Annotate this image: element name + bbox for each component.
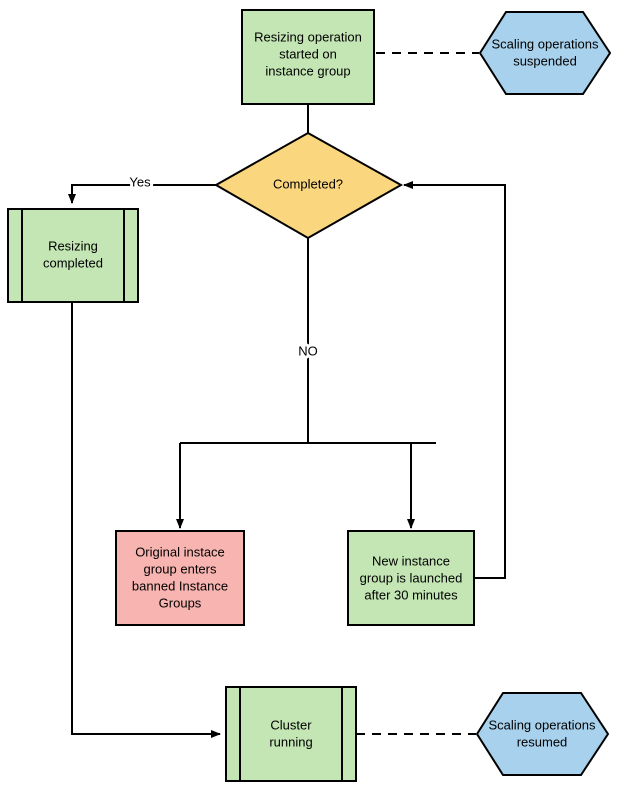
node-new-group-launched-line-1: New instance (372, 553, 450, 568)
node-original-group-banned-line-1: Original instace (135, 544, 225, 559)
node-scaling-suspended-line-2: suspended (513, 53, 577, 68)
node-resizing-started[interactable]: Resizing operation started on instance g… (241, 9, 375, 105)
edge-decision-yes: Yes (68, 171, 222, 204)
node-resizing-completed[interactable]: Resizing completed (7, 208, 139, 303)
node-resizing-completed-line-1: Resizing (48, 238, 98, 253)
node-resizing-started-line-2: started on (279, 46, 337, 61)
node-new-group-launched-line-2: group is launched (360, 570, 463, 585)
edge-decision-no: NO (176, 238, 436, 529)
node-original-group-banned-line-4: Groups (159, 595, 202, 610)
node-completed-decision-label: Completed? (273, 176, 343, 191)
node-resizing-completed-line-2: completed (43, 255, 103, 270)
node-resizing-started-line-1: Resizing operation (254, 29, 362, 44)
node-cluster-running-line-2: running (269, 734, 312, 749)
node-new-group-launched-line-3: after 30 minutes (364, 587, 458, 602)
node-new-group-launched[interactable]: New instance group is launched after 30 … (347, 530, 475, 626)
node-original-group-banned[interactable]: Original instace group enters banned Ins… (115, 530, 245, 626)
node-resizing-started-line-3: instance group (265, 63, 350, 78)
node-original-group-banned-line-2: group enters (144, 561, 217, 576)
node-cluster-running[interactable]: Cluster running (225, 686, 357, 782)
node-scaling-resumed-line-2: resumed (517, 734, 568, 749)
node-scaling-suspended-line-1: Scaling operations (492, 36, 599, 51)
node-completed-decision[interactable]: Completed? (213, 131, 404, 240)
node-original-group-banned-line-3: banned Instance (132, 578, 228, 593)
node-scaling-resumed-line-1: Scaling operations (489, 717, 596, 732)
node-scaling-resumed[interactable]: Scaling operations resumed (475, 692, 610, 776)
node-cluster-running-line-1: Cluster (270, 717, 312, 732)
edge-resizing-to-cluster (71, 301, 221, 738)
edge-label-no: NO (298, 343, 318, 358)
edge-new-group-loop-back (403, 181, 506, 579)
node-scaling-suspended[interactable]: Scaling operations suspended (478, 11, 612, 95)
edge-label-yes: Yes (129, 174, 151, 189)
